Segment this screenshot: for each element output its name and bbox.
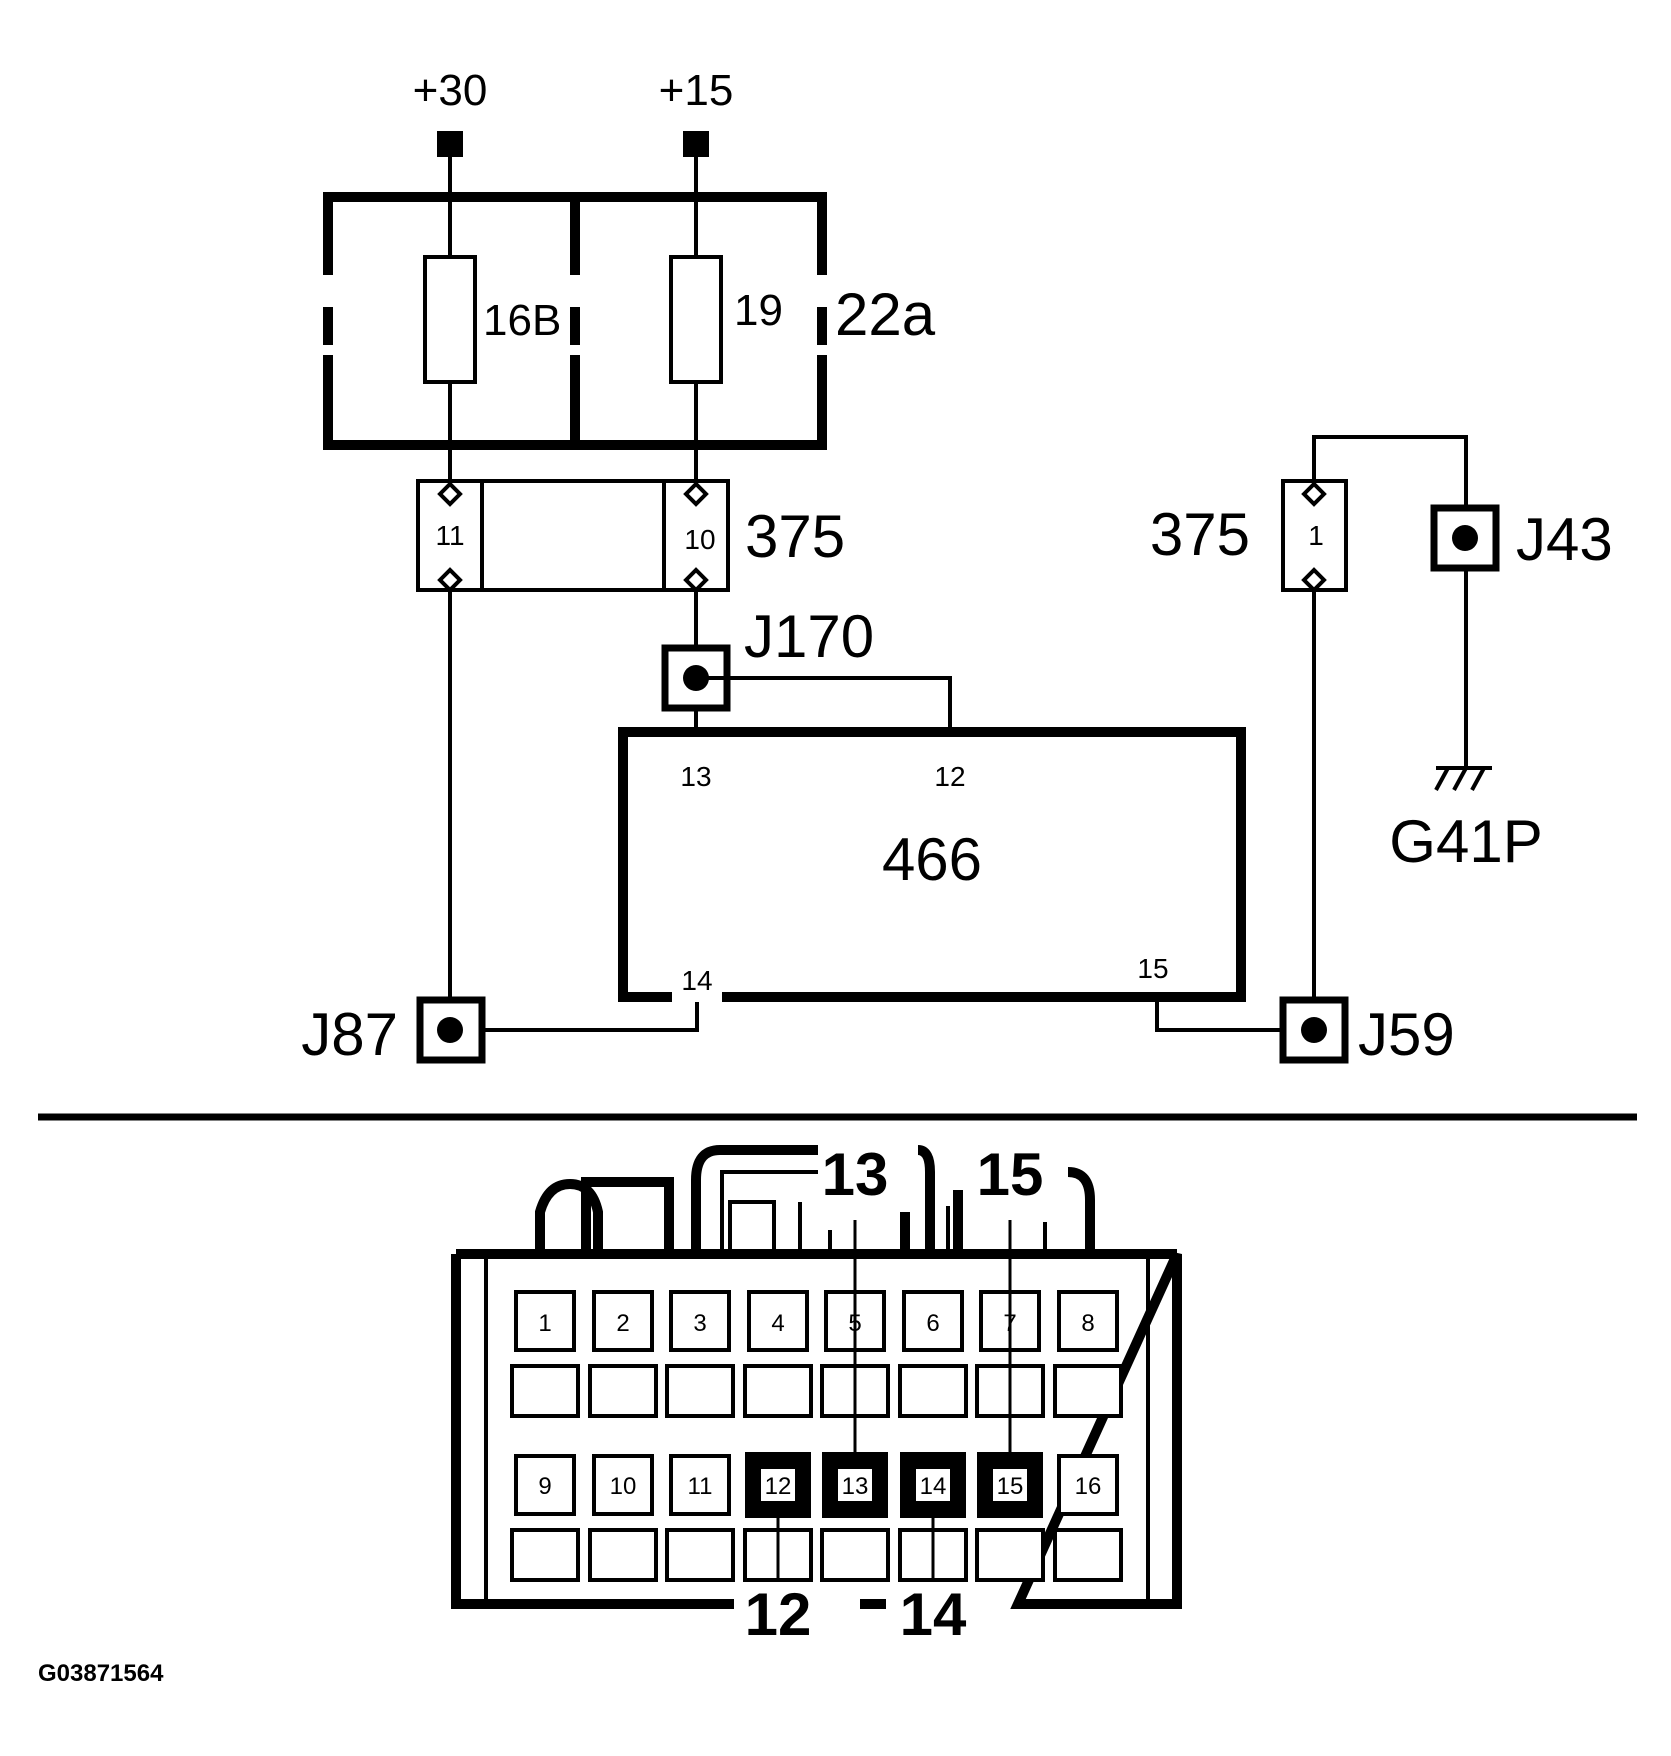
- upper-cavity-row: [510, 1364, 1123, 1418]
- fuse-16b-label: 16B: [483, 296, 561, 345]
- ground-symbol: [1434, 766, 1492, 791]
- fuse-box-label: 22a: [835, 281, 936, 348]
- pin-8: [1057, 1290, 1119, 1352]
- pin-10: [592, 1454, 654, 1516]
- module-pin-13: 13: [680, 761, 711, 792]
- pin-6-label: 6: [926, 1310, 939, 1337]
- connector-375-left-pin-b: 10: [684, 524, 715, 555]
- supply-plus30-terminal: [437, 131, 463, 157]
- pin-9-label: 9: [538, 1473, 551, 1500]
- callout-15: 15: [977, 1141, 1044, 1208]
- supply-plus30-label: +30: [413, 66, 488, 115]
- junction-j87-label: J87: [301, 1001, 398, 1068]
- pin-3: [669, 1290, 731, 1352]
- connector-375-right-label: 375: [1150, 501, 1250, 568]
- pin-row-top: 1 2 3 4 5 6 7 8: [514, 1290, 1119, 1352]
- pin-11-label: 11: [688, 1473, 713, 1500]
- pin-14-label: 14: [920, 1473, 947, 1500]
- pin-11: [669, 1454, 731, 1516]
- pin-16-label: 16: [1075, 1473, 1102, 1500]
- module-pin-12: 12: [934, 761, 965, 792]
- fuse-box: [323, 192, 827, 450]
- pin-1-label: 1: [538, 1310, 551, 1337]
- pin-2: [592, 1290, 654, 1352]
- callout-12: 12: [745, 1581, 812, 1648]
- pin-4-label: 4: [771, 1310, 784, 1337]
- pin-6: [902, 1290, 964, 1352]
- connector-375-left-label: 375: [745, 503, 845, 570]
- supply-plus15-terminal: [683, 131, 709, 157]
- callout-14: 14: [900, 1581, 967, 1648]
- supply-plus15-label: +15: [659, 66, 734, 115]
- pin-row-bottom: 9 10 11 12 13 14 15 16: [514, 1452, 1119, 1518]
- pin-16: [1057, 1454, 1119, 1516]
- module-466: [618, 727, 1246, 1002]
- fuse-19-label: 19: [734, 286, 783, 335]
- figure-id: G03871564: [38, 1660, 164, 1687]
- module-466-label: 466: [882, 826, 982, 893]
- junction-j43-label: J43: [1516, 506, 1613, 573]
- junction-j59-label: J59: [1358, 1001, 1455, 1068]
- connector-375-right: [1281, 479, 1348, 593]
- ground-label: G41P: [1389, 808, 1542, 875]
- connector-375-left: [416, 479, 730, 593]
- pin-3-label: 3: [693, 1310, 706, 1337]
- connector-face: [451, 1145, 1182, 1609]
- fuse-19: [669, 255, 723, 384]
- pin-12-label: 12: [765, 1473, 792, 1500]
- pin-2-label: 2: [616, 1310, 629, 1337]
- pin-1: [514, 1290, 576, 1352]
- pin-10-label: 10: [610, 1473, 637, 1500]
- connector-375-left-pin-a: 11: [435, 520, 464, 551]
- callout-13: 13: [822, 1141, 889, 1208]
- pin-8-label: 8: [1081, 1310, 1094, 1337]
- pin-13-label: 13: [842, 1473, 869, 1500]
- connector-375-right-pin: 1: [1308, 520, 1324, 551]
- pin-4: [747, 1290, 809, 1352]
- module-pin-14: 14: [681, 965, 712, 996]
- module-pin-15: 15: [1137, 953, 1168, 984]
- lower-cavity-row: [510, 1528, 1123, 1582]
- fuse-16b: [423, 255, 477, 384]
- junction-j170-label: J170: [744, 603, 874, 670]
- pin-9: [514, 1454, 576, 1516]
- pin-15-label: 15: [997, 1473, 1024, 1500]
